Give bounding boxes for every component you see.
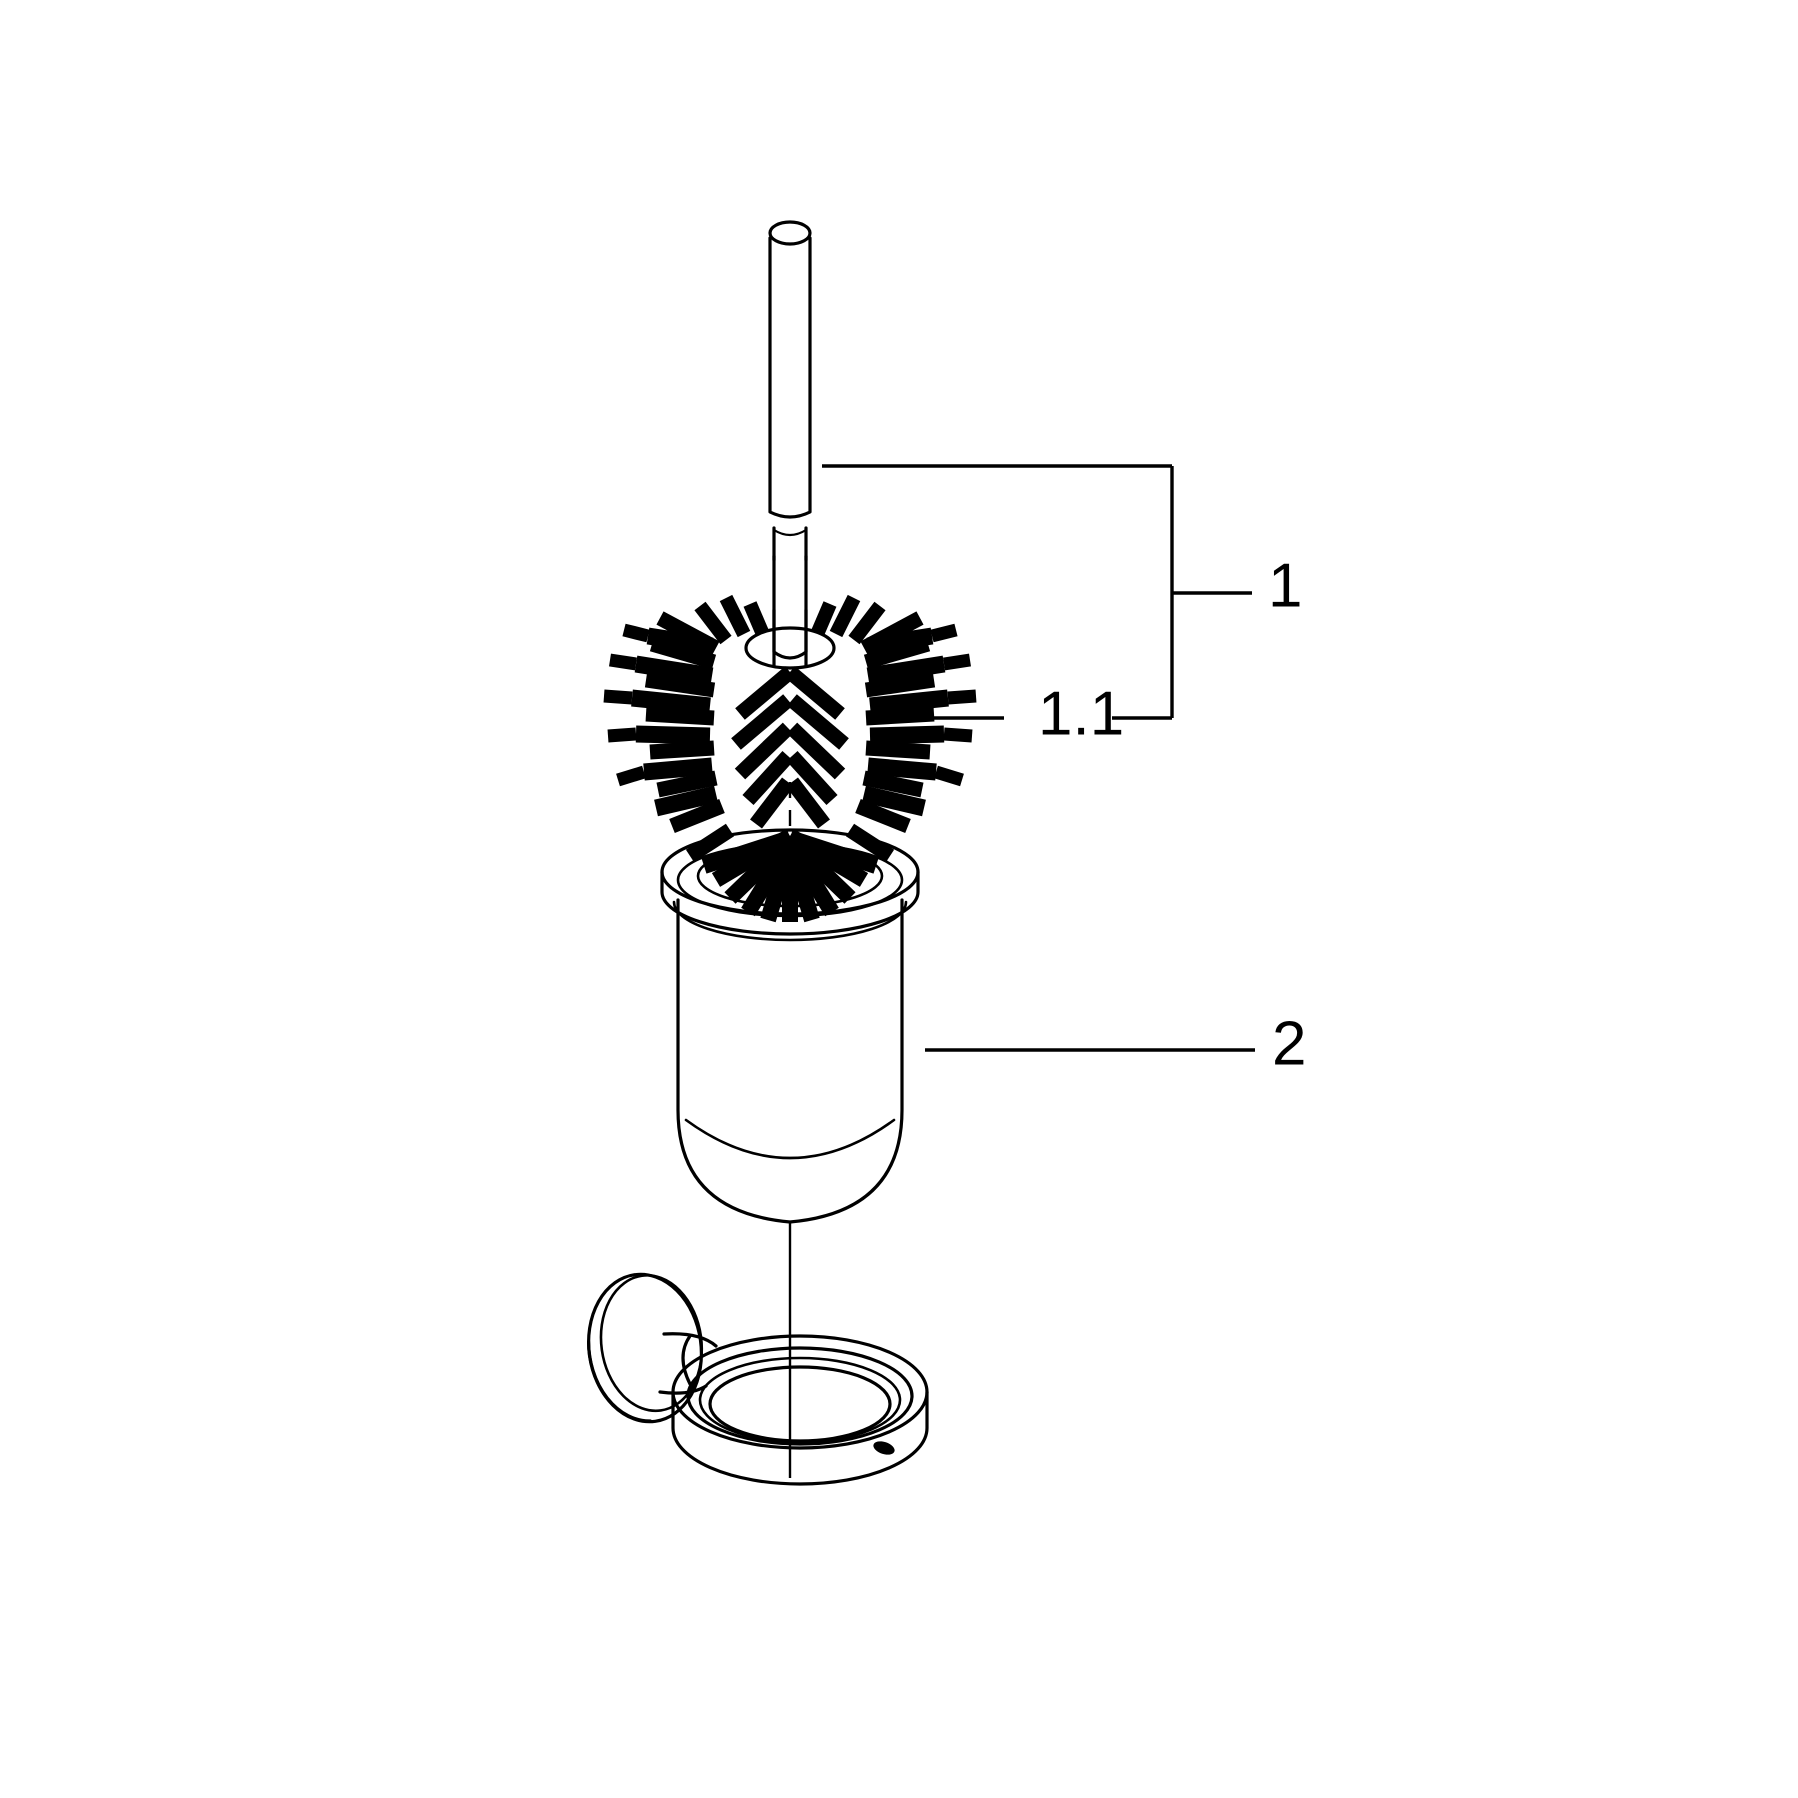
holder-neck-bottom: [658, 1384, 708, 1395]
callout-2-label: 2: [1272, 1009, 1306, 1078]
container-body: [676, 898, 904, 1224]
holder-set-screw-hole: [873, 1441, 895, 1455]
brush-bristles-top: [694, 594, 886, 645]
holder-ring-outer-top: [671, 1334, 929, 1450]
brush-handle-group: [768, 220, 812, 668]
brush-bristles-front: [731, 666, 849, 829]
callout-1-group: 1: [822, 464, 1302, 718]
callout-1-1-label: 1.1: [1038, 679, 1124, 748]
callout-1-label: 1: [1268, 551, 1302, 620]
brush-bristles-right: [845, 611, 936, 863]
callout-1-1-group: 1.1: [915, 679, 1172, 748]
brush-shaft-socket: [772, 608, 808, 660]
brush-head-collar: [744, 626, 836, 670]
callout-2-group: 2: [925, 1009, 1306, 1078]
container-base-inner: [684, 1118, 896, 1160]
container-rim-band: [660, 870, 920, 936]
brush-bristles-back: [631, 627, 949, 817]
brush-bristles-left: [644, 611, 735, 863]
container-neck-step: [672, 900, 908, 942]
holder-ring-inner-1: [686, 1346, 914, 1446]
holder-neck-face: [681, 1334, 692, 1386]
holder-ring-aperture: [708, 1365, 892, 1443]
brush-head-group: [603, 594, 977, 923]
wall-plate: [586, 1272, 704, 1424]
holder-neck-top: [662, 1332, 718, 1348]
holder-ring-inner-2: [698, 1356, 902, 1444]
holder-ring-wall: [671, 1390, 929, 1486]
wall-mount-holder-group: [586, 1272, 929, 1486]
brush-bristle-tips: [603, 623, 977, 787]
